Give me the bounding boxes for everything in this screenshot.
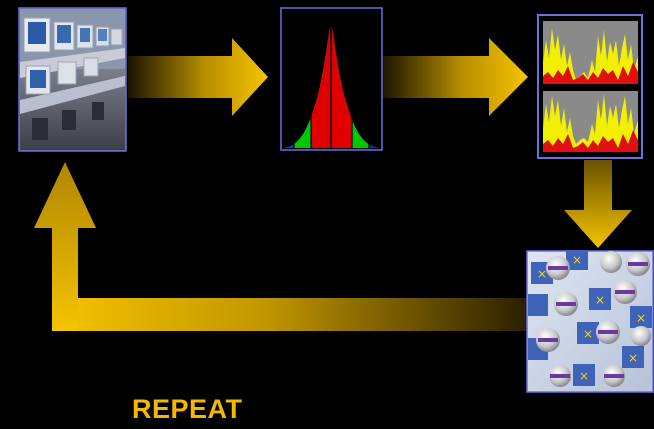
repeat-label: REPEAT [132, 394, 243, 424]
svg-text:×: × [579, 369, 589, 383]
normal-distribution-icon [280, 7, 383, 151]
arrow-lab-to-curve [128, 38, 268, 116]
svg-text:×: × [636, 311, 646, 325]
signal-histogram-icon [537, 14, 643, 159]
arrow-return-horizontal [52, 298, 527, 331]
arrow-histograms-to-spheres [564, 160, 632, 248]
spheres-logo-collage: × × × × × × × [526, 250, 654, 393]
svg-text:×: × [628, 351, 638, 365]
svg-text:×: × [595, 293, 605, 307]
arrow-return-up [34, 162, 96, 331]
svg-text:×: × [537, 267, 547, 281]
computer-lab-photo [18, 7, 127, 152]
svg-text:×: × [583, 327, 593, 341]
svg-text:×: × [572, 253, 582, 267]
arrow-curve-to-histograms [382, 38, 528, 116]
